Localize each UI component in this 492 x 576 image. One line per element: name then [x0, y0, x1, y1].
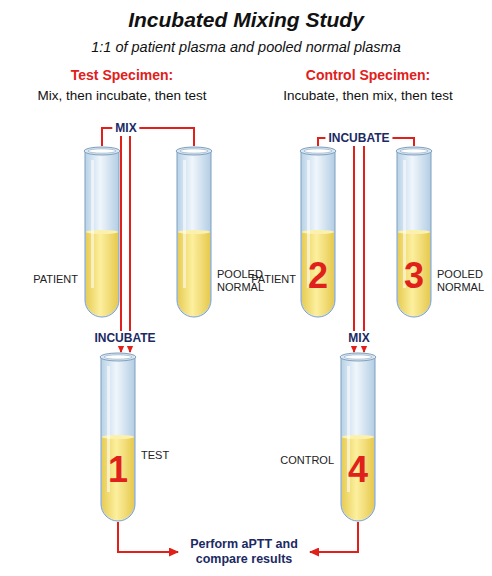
plasma-surface — [102, 435, 134, 439]
flow-arrow — [130, 128, 194, 352]
tube-opening — [304, 149, 332, 153]
callout-number: 4 — [340, 452, 376, 488]
plasma-fill — [86, 232, 118, 316]
subtitle: 1:1 of patient plasma and pooled normal … — [91, 40, 401, 55]
glass-highlight — [183, 160, 186, 288]
step-label: INCUBATE — [325, 131, 392, 146]
step-label: INCUBATE — [91, 331, 158, 346]
test-tube — [84, 146, 120, 318]
tube-label: PATIENT — [220, 273, 296, 286]
tube-opening — [180, 149, 208, 153]
step-label: MIX — [112, 121, 139, 136]
callout-number: 1 — [100, 452, 136, 488]
section-note: Incubate, then mix, then test — [283, 88, 453, 103]
tube-opening — [88, 149, 116, 153]
result-box: Perform aPTT and compare results — [178, 537, 310, 567]
plasma-surface — [398, 230, 430, 234]
tube-glass — [177, 152, 211, 317]
tube-glass — [101, 358, 135, 521]
tube-rim — [100, 353, 136, 361]
tube-node: POOLED NORMAL — [176, 146, 212, 318]
section-heading: Test Specimen: — [71, 68, 173, 83]
section-note: Mix, then incubate, then test — [38, 88, 207, 103]
tube-glass — [397, 152, 431, 317]
flow-arrow — [310, 522, 358, 552]
plasma-fill — [178, 232, 210, 316]
callout-number: 3 — [396, 258, 432, 294]
result-text: Perform aPTT and compare results — [178, 537, 310, 567]
tube-opening — [104, 355, 132, 359]
tube-label: TEST — [141, 449, 191, 462]
plasma-surface — [342, 435, 374, 439]
flow-arrow — [118, 522, 178, 552]
step-label: MIX — [345, 331, 372, 346]
tube-label: PATIENT — [6, 273, 78, 286]
tube-rim — [176, 147, 212, 155]
tube-rim — [340, 353, 376, 361]
plasma-surface — [86, 230, 118, 234]
tube-opening — [344, 355, 372, 359]
tube-opening — [400, 149, 428, 153]
tube-node: 4CONTROL — [340, 352, 376, 522]
tube-rim — [84, 147, 120, 155]
tube-glass — [301, 152, 335, 317]
test-tube — [176, 146, 212, 318]
glass-highlight — [91, 160, 94, 288]
callout-number: 2 — [300, 258, 336, 294]
tube-node: 3POOLED NORMAL — [396, 146, 432, 318]
tube-node: 2PATIENT — [300, 146, 336, 318]
tube-label: CONTROL — [264, 454, 334, 467]
tube-rim — [396, 147, 432, 155]
test-tube — [100, 352, 136, 522]
tube-rim — [300, 147, 336, 155]
tube-glass — [85, 152, 119, 317]
tube-glass — [341, 358, 375, 521]
plasma-surface — [178, 230, 210, 234]
tube-node: 1TEST — [100, 352, 136, 522]
plasma-surface — [302, 230, 334, 234]
test-tube — [340, 352, 376, 522]
section-heading: Control Specimen: — [306, 68, 430, 83]
diagram-title: Incubated Mixing Study — [128, 8, 364, 32]
tube-label: POOLED NORMAL — [437, 268, 492, 294]
tube-node: PATIENT — [84, 146, 120, 318]
